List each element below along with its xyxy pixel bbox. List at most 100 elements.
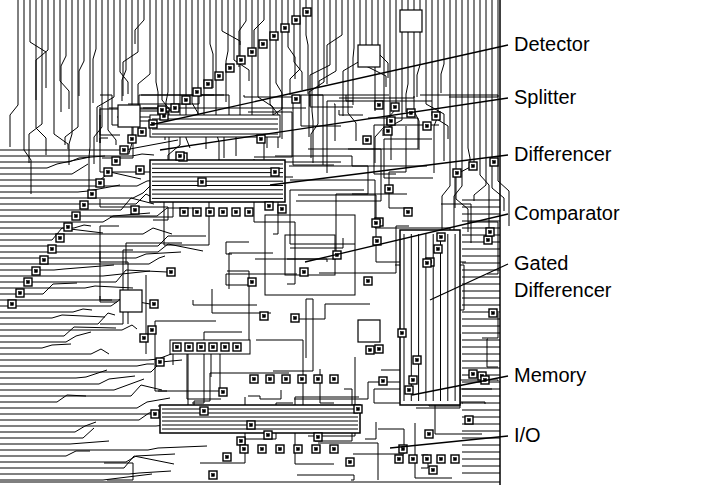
contact xyxy=(363,136,371,144)
wire xyxy=(0,441,109,444)
contact xyxy=(88,190,96,198)
contact-via xyxy=(139,169,142,172)
contact-via xyxy=(59,237,62,240)
wire xyxy=(462,431,500,432)
contact xyxy=(259,40,267,48)
contact xyxy=(423,455,431,463)
contact-via xyxy=(243,448,246,451)
wire xyxy=(162,425,358,426)
wire xyxy=(353,0,354,105)
wire xyxy=(0,471,171,474)
contact xyxy=(40,256,48,264)
contact-via xyxy=(196,211,199,214)
contact xyxy=(489,309,497,317)
wire xyxy=(135,0,144,44)
contact-via xyxy=(301,378,304,381)
contact xyxy=(490,158,498,166)
contact-via xyxy=(435,115,438,118)
callout-label: Differencer xyxy=(512,141,666,168)
wire xyxy=(210,0,213,88)
contact-via xyxy=(222,391,225,394)
wire xyxy=(462,214,500,215)
contact-via xyxy=(263,315,266,318)
contact-via xyxy=(408,389,411,392)
contact-via xyxy=(333,448,336,451)
contact xyxy=(429,466,437,474)
wire xyxy=(0,385,162,396)
wire xyxy=(462,459,500,460)
contact xyxy=(423,259,431,267)
wire xyxy=(93,0,96,103)
leader-line xyxy=(160,98,508,150)
contact xyxy=(167,268,175,276)
wire xyxy=(36,0,48,100)
wire xyxy=(297,475,354,480)
contact-via xyxy=(369,349,372,352)
wire xyxy=(318,443,378,480)
wire xyxy=(162,421,358,422)
wire xyxy=(0,286,133,288)
contact-via xyxy=(123,149,126,152)
wire xyxy=(375,0,384,163)
contact-via xyxy=(454,458,457,461)
contact-via xyxy=(317,378,320,381)
wire xyxy=(0,481,500,482)
contact-via xyxy=(432,469,435,472)
wire xyxy=(0,327,116,336)
wire xyxy=(290,0,300,95)
wire xyxy=(152,194,283,195)
wire xyxy=(462,284,500,285)
gated-differencer-block xyxy=(400,230,460,405)
wire xyxy=(152,164,283,165)
wire xyxy=(312,0,313,163)
contact xyxy=(434,245,442,253)
contact-via xyxy=(209,211,212,214)
wire xyxy=(152,185,283,186)
contact xyxy=(257,135,265,143)
wire xyxy=(468,222,498,274)
wire xyxy=(432,0,448,139)
contact xyxy=(312,445,320,453)
wire xyxy=(0,474,152,480)
splitter-block xyxy=(150,115,280,137)
contact-via xyxy=(294,317,297,320)
wire xyxy=(54,0,68,149)
contact-via xyxy=(269,378,272,381)
wire xyxy=(462,361,500,362)
wire xyxy=(440,234,441,401)
contact xyxy=(300,268,308,276)
contact xyxy=(282,375,290,383)
contact xyxy=(409,455,417,463)
contact-via xyxy=(456,172,459,175)
contact xyxy=(271,168,279,176)
contact-via xyxy=(261,448,264,451)
wire xyxy=(462,403,500,404)
wire xyxy=(462,368,500,369)
contact-via xyxy=(285,378,288,381)
wire xyxy=(311,0,318,158)
contact-via xyxy=(141,131,144,134)
wire xyxy=(0,344,71,348)
contact-via xyxy=(179,155,182,158)
contact xyxy=(486,228,494,236)
bond-pad xyxy=(358,45,380,67)
wire xyxy=(94,0,102,164)
wire xyxy=(480,0,489,233)
contact xyxy=(182,96,190,104)
contact-via xyxy=(284,27,287,30)
contact-via xyxy=(153,303,156,306)
wire xyxy=(462,410,500,411)
contact-via xyxy=(154,413,157,416)
wire xyxy=(0,451,90,456)
contact-via xyxy=(401,332,404,335)
wire xyxy=(0,379,144,390)
wire xyxy=(442,0,450,244)
wire xyxy=(327,0,342,84)
comparator-core xyxy=(285,235,335,275)
wire xyxy=(290,190,364,244)
contact xyxy=(232,208,240,216)
wire xyxy=(462,256,500,257)
wire xyxy=(10,0,18,147)
wire xyxy=(0,172,141,180)
contact xyxy=(72,212,80,220)
